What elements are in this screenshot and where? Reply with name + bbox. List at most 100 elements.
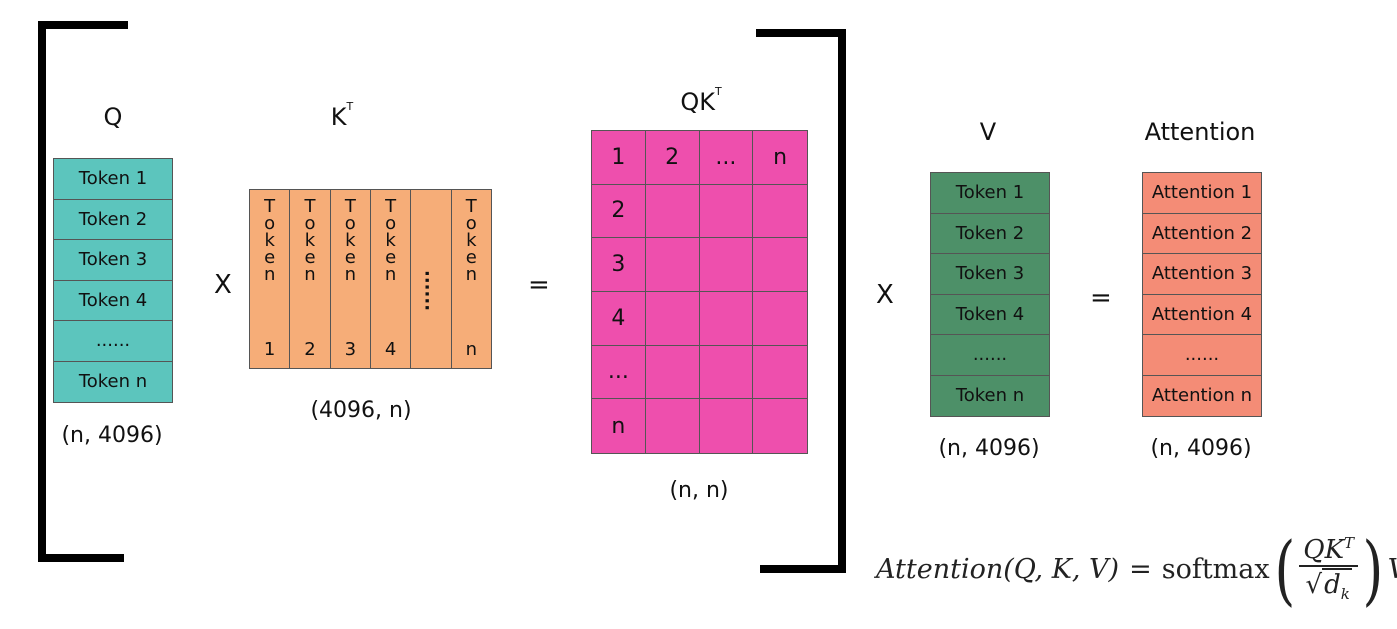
kt-col-number: 4 (384, 339, 397, 360)
formula-num-sup: T (1344, 534, 1355, 552)
formula-den-base: d (1324, 569, 1341, 600)
attention-row-3: Attention 3 (1143, 254, 1261, 295)
kt-col-1: Token 1 (250, 190, 291, 368)
q-dimension: (n, 4096) (61, 423, 163, 448)
kt-col-number: n (465, 339, 477, 360)
kt-title-base: K (330, 103, 347, 131)
attention-formula: Attention(Q, K, V) = softmax ( QKT √dk )… (876, 528, 1397, 612)
equals-operator-1: = (528, 270, 550, 300)
v-row-2: Token 2 (931, 214, 1049, 254)
qk-cell-r3-c1: 3 (592, 238, 646, 292)
attention-row-4: Attention 4 (1143, 295, 1261, 335)
qk-cell-r6-c2 (646, 399, 700, 453)
attention-row-5: ...... (1143, 335, 1261, 376)
qk-cell-r4-c2 (645, 292, 700, 346)
qk-cell-r3-c2 (645, 238, 700, 292)
attention-row-6: Attention n (1151, 385, 1253, 407)
left-paren: ( (1274, 524, 1295, 614)
qk-cell-r2-c1: 2 (592, 184, 646, 239)
attention-row-1: Attention 1 (1143, 173, 1261, 214)
qk-cell-r5-c1: ... (592, 345, 646, 400)
kt-col-number: 3 (344, 339, 357, 360)
q-row-6: Token n (78, 371, 148, 393)
kt-col-number: 1 (263, 339, 276, 360)
formula-num-base: QK (1303, 534, 1345, 565)
formula-numerator: QKT (1299, 528, 1359, 567)
qk-cell-r5-c2 (645, 345, 700, 400)
attention-dimension: (n, 4096) (1150, 436, 1252, 461)
v-row-3: Token 3 (931, 254, 1049, 295)
qk-cell-r2-c4 (753, 185, 807, 239)
q-title: Q (103, 103, 123, 131)
kt-col-6: Token n (452, 190, 491, 368)
kt-col-number: 2 (304, 339, 316, 360)
kt-col-dots: ...... (420, 270, 442, 312)
qk-title: QKT (666, 85, 736, 116)
qk-cell-r5-c4 (753, 346, 807, 400)
kt-col-4: Token 4 (371, 190, 412, 368)
qk-cell-r4-c4 (753, 292, 807, 346)
kt-col-word: Token (465, 196, 477, 285)
v-row-6: Token n (955, 385, 1025, 407)
kt-title: KT (312, 100, 372, 131)
qk-title-sup: T (714, 85, 722, 98)
kt-col-word: Token (384, 196, 397, 285)
formula-softmax: softmax (1161, 554, 1270, 586)
qk-cell-r1-c1: 1 (592, 131, 646, 185)
right-bracket-top (756, 29, 846, 37)
qk-cell-r1-c3: ... (699, 131, 754, 185)
right-bracket-bottom (760, 565, 846, 573)
qk-cell-r6-c4 (753, 399, 807, 453)
q-row-4: Token 4 (54, 281, 172, 321)
qk-dimension: (n, n) (669, 478, 729, 503)
right-bracket-vertical (838, 29, 846, 573)
left-bracket-top (38, 21, 128, 29)
formula-den-sub: k (1340, 584, 1350, 603)
kt-col-word: Token (304, 196, 316, 285)
kt-col-word: Token (263, 196, 276, 285)
qk-cell-r5-c3 (699, 345, 754, 400)
qk-cell-r1-c2: 2 (645, 131, 700, 185)
qk-cell-r6-c1: n (592, 399, 646, 453)
q-row-5: ...... (54, 321, 172, 362)
v-row-4: Token 4 (931, 295, 1049, 335)
formula-lhs: Attention(Q, K, V) (876, 554, 1120, 586)
qk-cell-r4-c1: 4 (592, 292, 646, 346)
formula-denominator: √dk (1305, 567, 1352, 603)
qk-cell-r2-c2 (645, 184, 700, 239)
qk-cell-r1-c4: n (753, 131, 807, 185)
q-row-3: Token 3 (54, 240, 172, 281)
kt-matrix: Token 1 Token 2 Token 3 Token 4...... Token n (249, 189, 492, 369)
formula-fraction: QKT √dk (1299, 528, 1359, 612)
v-row-1: Token 1 (931, 173, 1049, 214)
left-bracket-vertical (38, 21, 46, 562)
kt-title-sup: T (346, 100, 354, 113)
left-bracket-bottom (38, 554, 124, 562)
attention-title: Attention (1144, 118, 1256, 146)
right-paren: ) (1362, 524, 1384, 614)
qk-cell-r3-c3 (699, 238, 754, 292)
v-row-5: ...... (931, 335, 1049, 376)
qk-cell-r6-c3 (700, 399, 754, 453)
multiply-operator-1: X (214, 270, 232, 300)
equals-operator-2: = (1090, 283, 1112, 313)
q-row-2: Token 2 (54, 200, 172, 240)
kt-col-2: Token 2 (290, 190, 331, 368)
kt-dimension: (4096, n) (310, 398, 412, 423)
formula-equals: = (1129, 554, 1152, 586)
formula-tail: V (1388, 554, 1397, 585)
sqrt-bar: dk (1322, 567, 1352, 603)
qk-title-base: QK (680, 88, 715, 116)
multiply-operator-2: X (876, 280, 894, 310)
qk-cell-r3-c4 (753, 238, 807, 292)
q-row-1: Token 1 (54, 159, 172, 200)
kt-col-word: Token (344, 196, 357, 285)
qk-cell-r2-c3 (699, 184, 754, 239)
v-dimension: (n, 4096) (938, 436, 1040, 461)
kt-col-5: ...... (411, 190, 452, 368)
attention-row-2: Attention 2 (1143, 214, 1261, 254)
